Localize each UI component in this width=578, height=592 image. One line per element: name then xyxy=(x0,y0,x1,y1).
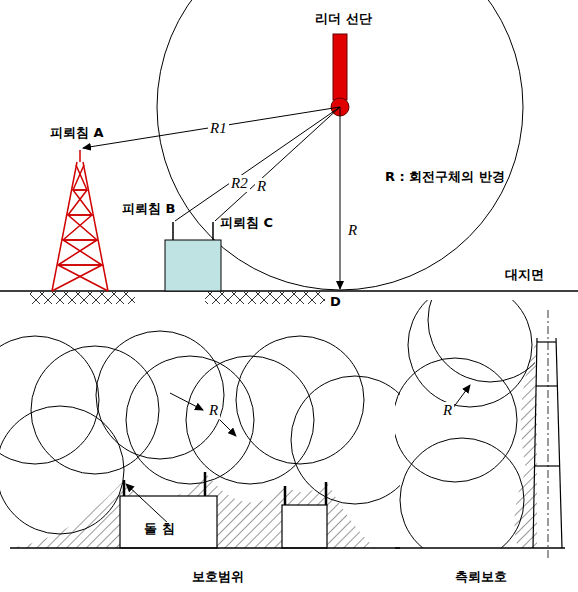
leader-tip-label: 리더 선단 xyxy=(313,12,374,26)
point-label: D xyxy=(328,295,343,309)
rod-label: 피뢰침 C xyxy=(218,216,275,230)
radius-symbol: R xyxy=(207,402,220,419)
caption-label: 측뢰보호 xyxy=(453,570,509,584)
radius-symbol: R xyxy=(255,178,268,195)
rod-label: 피뢰침 B xyxy=(120,202,177,216)
legend-note: R : 회전구체의 반경 xyxy=(383,170,507,184)
radius-symbol: R2 xyxy=(229,175,250,192)
rod-label: 피뢰침 A xyxy=(48,126,106,140)
caption-label: 보호범위 xyxy=(190,570,246,584)
ground-label: 대지면 xyxy=(503,268,546,282)
radius-symbol: R1 xyxy=(208,120,229,137)
radius-symbol: R xyxy=(346,222,359,239)
rod-label: 돌 침 xyxy=(142,522,177,536)
radius-symbol: R xyxy=(441,402,454,419)
